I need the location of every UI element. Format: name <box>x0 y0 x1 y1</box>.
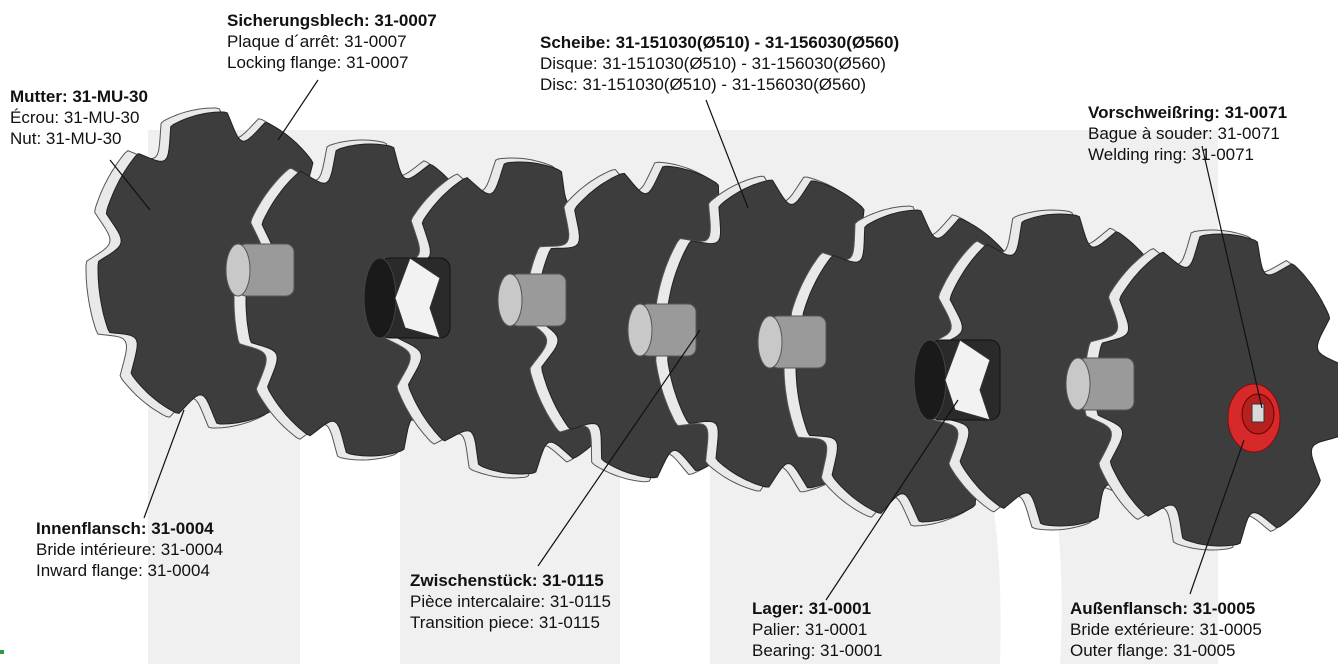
label-innenflansch: Innenflansch: 31-0004 Bride intérieure: … <box>36 518 223 581</box>
label-french: Plaque d´arrêt: 31-0007 <box>227 32 407 51</box>
label-title: Lager: 31-0001 <box>752 599 872 618</box>
hub-hardware <box>225 243 1281 453</box>
leader-aussenflansch <box>1189 439 1245 595</box>
label-title: Innenflansch: 31-0004 <box>36 519 214 538</box>
leader-mutter <box>109 159 151 211</box>
nut <box>1251 403 1265 423</box>
label-english: Disc: 31-151030(Ø510) - 31-156030(Ø560) <box>540 75 867 94</box>
locking-plate <box>944 339 991 421</box>
label-scheibe: Scheibe: 31-151030(Ø510) - 31-156030(Ø56… <box>540 32 899 95</box>
sicherungsblech-part <box>363 257 451 339</box>
label-english: Bearing: 31-0001 <box>752 641 883 660</box>
label-aussenflansch: Außenflansch: 31-0005 Bride extérieure: … <box>1070 598 1262 661</box>
spacer-6 <box>1065 357 1135 411</box>
bearing-face <box>913 339 947 421</box>
leader-scheibe <box>705 99 749 209</box>
label-title: Scheibe: 31-151030(Ø510) - 31-156030(Ø56… <box>540 33 900 52</box>
label-title: Zwischenstück: 31-0115 <box>410 571 604 590</box>
label-french: Palier: 31-0001 <box>752 620 868 639</box>
label-french: Bride extérieure: 31-0005 <box>1070 620 1262 639</box>
label-lager: Lager: 31-0001 Palier: 31-0001 Bearing: … <box>752 598 882 661</box>
label-english: Outer flange: 31-0005 <box>1070 641 1236 660</box>
label-title: Mutter: 31-MU-30 <box>10 87 148 106</box>
leader-lines <box>109 79 1263 601</box>
label-english: Transition piece: 31-0115 <box>410 613 600 632</box>
spacer-2 <box>497 273 567 327</box>
label-english: Locking flange: 31-0007 <box>227 53 409 72</box>
spacer-face <box>757 315 783 369</box>
corner-mark <box>0 650 4 654</box>
spacer-face <box>225 243 251 297</box>
leader-vorschweissring <box>1201 145 1263 409</box>
innenflansch-part <box>225 243 295 297</box>
label-english: Nut: 31-MU-30 <box>10 129 122 148</box>
spacer-4 <box>757 315 827 369</box>
zwischenstueck-part <box>627 303 697 357</box>
label-title: Vorschweißring: 31-0071 <box>1088 103 1288 122</box>
spacer-face <box>1065 357 1091 411</box>
label-sicherungsblech: Sicherungsblech: 31-0007 Plaque d´arrêt:… <box>227 10 437 73</box>
label-french: Bague à souder: 31-0071 <box>1088 124 1280 143</box>
leader-lager <box>825 399 959 601</box>
spacer-face <box>627 303 653 357</box>
spacer-face <box>497 273 523 327</box>
leader-sicherungsblech <box>277 79 319 141</box>
leader-innenflansch <box>143 409 185 519</box>
label-title: Außenflansch: 31-0005 <box>1070 599 1256 618</box>
label-zwischenstueck: Zwischenstück: 31-0115 Pièce intercalair… <box>410 570 611 633</box>
label-english: Inward flange: 31-0004 <box>36 561 210 580</box>
label-french: Écrou: 31-MU-30 <box>10 108 140 127</box>
disc-face <box>1095 233 1338 547</box>
label-title: Sicherungsblech: 31-0007 <box>227 11 437 30</box>
label-french: Bride intérieure: 31-0004 <box>36 540 224 559</box>
label-english: Welding ring: 31-0071 <box>1088 145 1255 164</box>
leader-zwischenstueck <box>537 329 701 567</box>
label-french: Pièce intercalaire: 31-0115 <box>410 592 611 611</box>
disc-8 <box>1083 229 1338 551</box>
label-french: Disque: 31-151030(Ø510) - 31-156030(Ø560… <box>540 54 886 73</box>
locking-plate <box>394 257 441 339</box>
lager-part <box>913 339 1001 421</box>
label-mutter: Mutter: 31-MU-30 Écrou: 31-MU-30 Nut: 31… <box>10 86 148 149</box>
label-vorschweissring: Vorschweißring: 31-0071 Bague à souder: … <box>1088 102 1287 165</box>
bearing-face <box>363 257 397 339</box>
vorschweissring-part <box>1227 383 1281 453</box>
